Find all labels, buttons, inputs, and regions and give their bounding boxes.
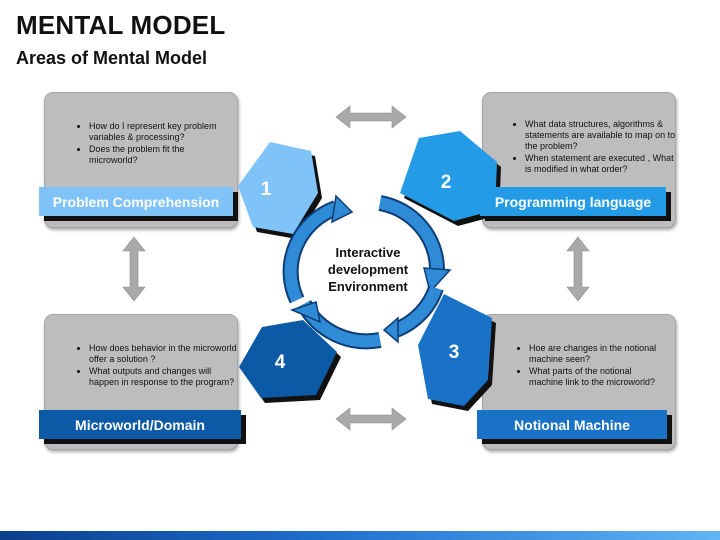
bullet-item: When statement are executed , What is mo…: [525, 153, 677, 175]
hexagon-4: [239, 320, 341, 403]
hexagon-number-1: 1: [261, 179, 272, 200]
hexagon-number-4: 4: [275, 352, 286, 373]
double-arrow-icon-top: [335, 105, 407, 129]
card-bullets: How do I represent key problem variables…: [71, 121, 219, 167]
center-text-line-2: development: [328, 262, 409, 277]
card-bullets: How does behavior in the microworld offe…: [71, 343, 239, 389]
label-programming-language: Programming language: [480, 187, 666, 216]
double-arrow-icon-bottom: [335, 407, 407, 431]
label-problem-comprehension: Problem Comprehension: [39, 187, 233, 216]
bullet-item: What outputs and changes will happen in …: [89, 366, 239, 388]
hexagon-shape: [400, 131, 497, 221]
bullet-item: Does the problem fit the microworld?: [89, 144, 219, 166]
center-text-line-1: Interactive: [335, 245, 400, 260]
bullet-item: What parts of the notional machine link …: [529, 366, 659, 388]
double-arrow-icon-left: [122, 236, 146, 302]
bullet-item: What data structures, algorithms & state…: [525, 119, 677, 152]
hexagon-2: [400, 131, 501, 226]
label-microworld-domain: Microworld/Domain: [39, 410, 241, 439]
bullet-item: How do I represent key problem variables…: [89, 121, 219, 143]
hexagon-shape: [418, 294, 492, 406]
page-title: MENTAL MODEL: [16, 10, 226, 40]
hexagon-3: [418, 294, 496, 411]
card-bullets: Hoe are changes in the notional machine …: [511, 343, 659, 389]
hexagon-shape: [239, 320, 337, 398]
cycle-arrows-icon: [282, 194, 452, 350]
bullet-item: Hoe are changes in the notional machine …: [529, 343, 659, 365]
page-subtitle: Areas of Mental Model: [16, 48, 208, 68]
footer-bar: [0, 531, 720, 540]
center-text-line-3: Environment: [328, 279, 408, 294]
double-arrow-icon-right: [566, 236, 590, 302]
label-notional-machine: Notional Machine: [477, 410, 667, 439]
hexagon-number-3: 3: [449, 342, 460, 363]
hexagon-number-2: 2: [441, 172, 452, 193]
card-bullets: What data structures, algorithms & state…: [507, 119, 677, 176]
hexagon-shape: [238, 142, 318, 234]
hexagon-1: [238, 142, 322, 239]
bullet-item: How does behavior in the microworld offe…: [89, 343, 239, 365]
